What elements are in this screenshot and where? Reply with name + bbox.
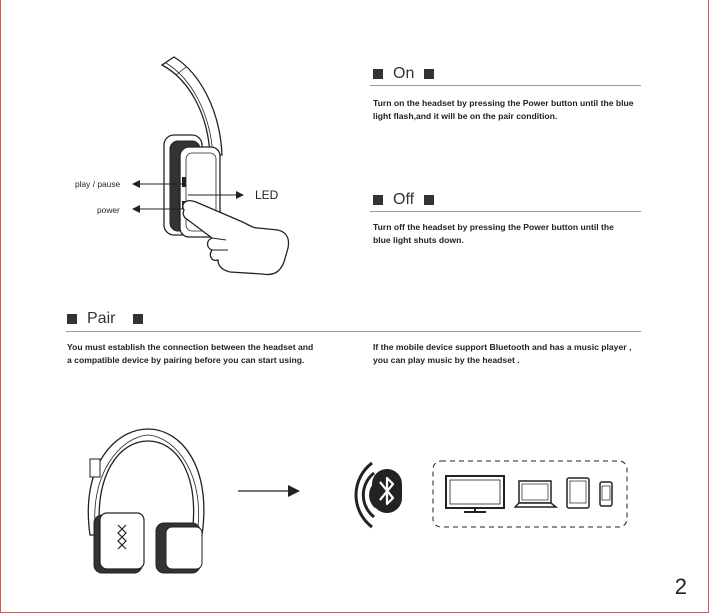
square-bullet-icon — [424, 69, 435, 79]
laptop-icon — [514, 480, 558, 508]
section-on-heading: On — [373, 65, 435, 83]
section-on-line1: Turn on the headset by pressing the Powe… — [373, 98, 634, 108]
section-on-line2: light flash,and it will be on the pair c… — [373, 111, 558, 121]
bluetooth-icon — [372, 469, 402, 513]
section-pair-left-line2: a compatible device by pairing before yo… — [67, 355, 305, 365]
section-off-text: Turn off the headset by pressing the Pow… — [373, 221, 614, 247]
section-pair-rule — [66, 331, 641, 332]
section-pair-left-text: You must establish the connection betwee… — [67, 341, 313, 367]
finger-press-icon — [182, 200, 290, 276]
section-pair-right-line2: you can play music by the headset . — [373, 355, 520, 365]
section-pair-heading: Pair — [67, 310, 144, 328]
section-pair-title: Pair — [87, 310, 116, 327]
section-on-text: Turn on the headset by pressing the Powe… — [373, 97, 634, 123]
page-number: 2 — [674, 574, 687, 599]
wireless-waves-icon — [354, 461, 378, 529]
section-off-line2: blue light shuts down. — [373, 235, 464, 245]
tablet-icon — [566, 477, 590, 509]
square-bullet-icon — [373, 69, 383, 79]
section-off-heading: Off — [373, 191, 435, 209]
phone-icon — [599, 481, 613, 507]
section-on-rule — [370, 85, 641, 86]
section-pair-right-line1: If the mobile device support Bluetooth a… — [373, 342, 632, 352]
square-bullet-icon — [133, 314, 144, 324]
section-off-line1: Turn off the headset by pressing the Pow… — [373, 222, 614, 232]
diagram-arrows — [132, 180, 244, 213]
devices-box — [432, 460, 628, 528]
section-off-rule — [370, 211, 641, 212]
label-led: LED — [255, 188, 279, 202]
monitor-icon — [445, 475, 505, 513]
headset-front-illustration — [87, 428, 205, 574]
arrow-right-icon — [238, 485, 300, 497]
section-pair-right-text: If the mobile device support Bluetooth a… — [373, 341, 631, 367]
square-bullet-icon — [424, 195, 435, 205]
section-off-title: Off — [393, 191, 415, 208]
square-bullet-icon — [373, 195, 383, 205]
section-on-title: On — [393, 65, 415, 82]
square-bullet-icon — [67, 314, 77, 324]
label-power: power — [97, 205, 120, 215]
section-pair-left-line1: You must establish the connection betwee… — [67, 342, 314, 352]
label-play-pause: play / pause — [75, 179, 121, 189]
